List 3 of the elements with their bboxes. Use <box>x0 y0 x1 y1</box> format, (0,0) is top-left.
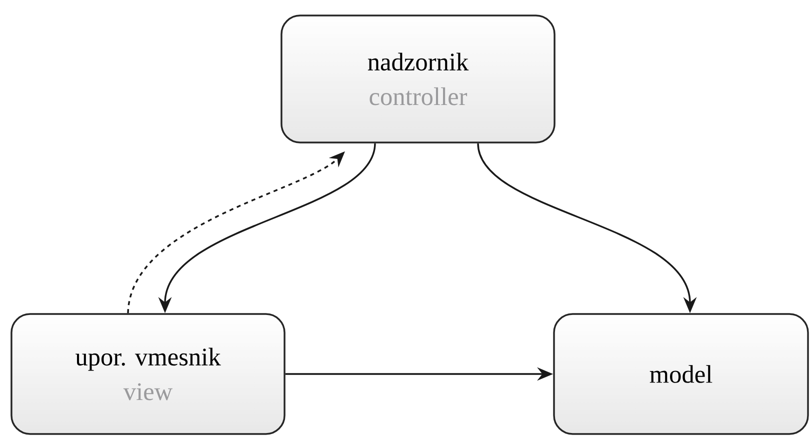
process-box: nadzornik controller <box>280 14 556 144</box>
process-box: model <box>553 313 809 435</box>
process-box: upor. vmesnik view <box>10 313 286 435</box>
